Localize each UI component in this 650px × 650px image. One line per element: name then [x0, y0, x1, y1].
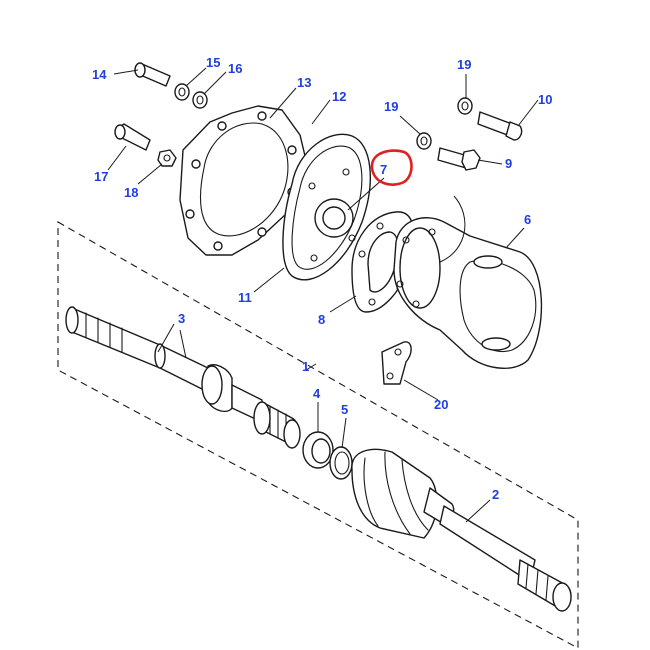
- callout-17: 17: [94, 169, 108, 184]
- cv-joint-shaft-part: [351, 448, 572, 612]
- callout-3: 3: [178, 311, 185, 326]
- callout-14: 14: [92, 67, 107, 82]
- bolt-10-part: [477, 111, 523, 141]
- callout-19-upper: 19: [457, 57, 471, 72]
- callout-11: 11: [238, 290, 252, 305]
- leader-lines: [107, 67, 539, 523]
- callout-19-lower: 19: [384, 99, 398, 114]
- callout-5: 5: [341, 402, 348, 417]
- circlip-part: [329, 446, 353, 480]
- callout-20: 20: [434, 397, 448, 412]
- callout-8: 8: [318, 312, 325, 327]
- callout-13: 13: [297, 75, 311, 90]
- bolt-14-part: [134, 62, 171, 87]
- callout-15: 15: [206, 55, 220, 70]
- washer-19-lower-part: [416, 132, 432, 150]
- bolt-9-part: [437, 147, 481, 171]
- callout-labels: 1 2 3 4 5 6 7 8 9 10 11 12 13 14 15 16 1…: [92, 55, 552, 502]
- inner-shaft-part: [65, 306, 301, 449]
- callout-10: 10: [538, 92, 552, 107]
- housing-part: [282, 133, 371, 281]
- bracket-part: [381, 341, 412, 385]
- washer-16-part: [192, 91, 208, 109]
- assembly-dashed-outline: [57, 221, 579, 649]
- callout-1: 1: [302, 359, 309, 374]
- bearing-ring-part: [302, 431, 334, 469]
- callout-7: 7: [380, 162, 387, 177]
- callout-6: 6: [524, 212, 531, 227]
- callout-2: 2: [492, 487, 499, 502]
- callout-4: 4: [313, 386, 321, 401]
- highlight-circle: [370, 149, 413, 186]
- callout-9: 9: [505, 156, 512, 171]
- callout-18: 18: [124, 185, 138, 200]
- reference-arc: [439, 195, 466, 263]
- gasket-part: [179, 105, 307, 256]
- bolt-17-part: [114, 123, 151, 151]
- washer-19-upper-part: [457, 97, 473, 115]
- hub-yoke-part: [393, 217, 543, 369]
- nut-18-part: [157, 149, 177, 167]
- callout-12: 12: [332, 89, 346, 104]
- washer-15-part: [174, 83, 190, 101]
- callout-16: 16: [228, 61, 242, 76]
